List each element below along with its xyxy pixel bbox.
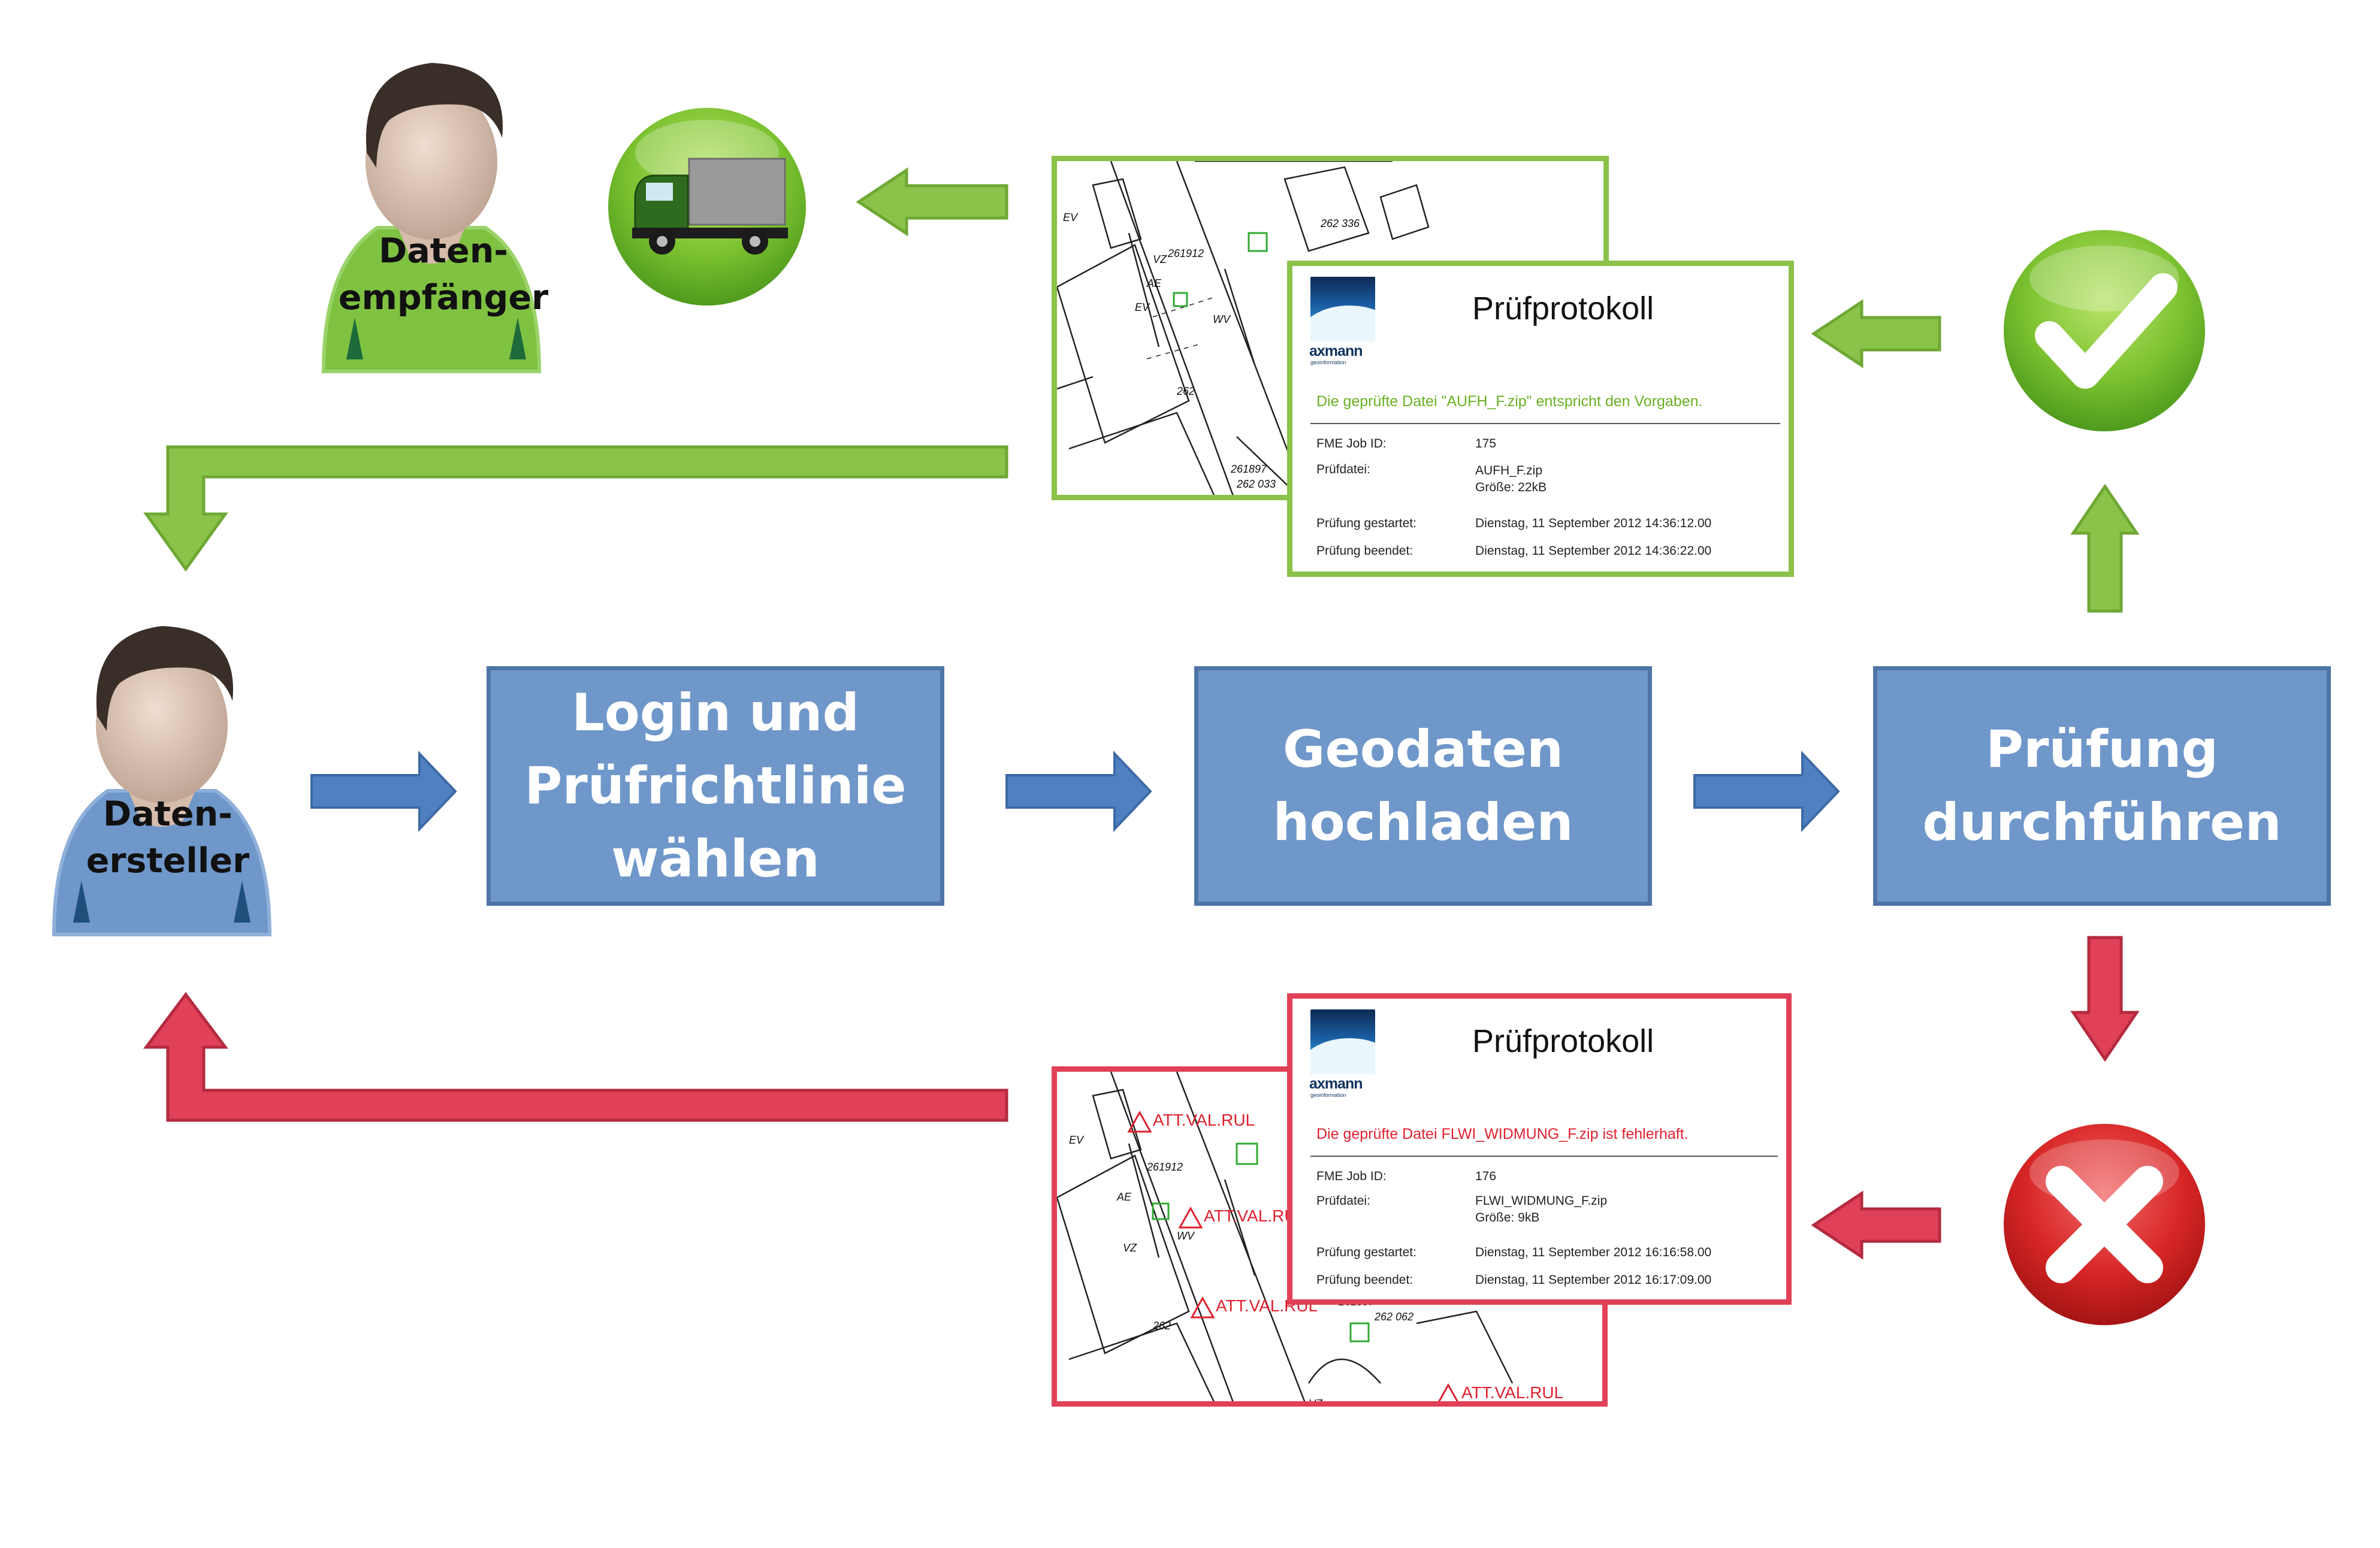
ended-value: Dienstag, 11 September 2012 14:36:22.00 bbox=[1475, 544, 1712, 558]
checkmark-icon bbox=[2001, 228, 2208, 434]
map-label: WV bbox=[1177, 1230, 1195, 1242]
receiver-person bbox=[312, 48, 551, 383]
axmann-logo bbox=[1310, 277, 1375, 341]
job-id-label: FME Job ID: bbox=[1316, 1169, 1387, 1183]
cadastral-map-image: 261912 262 262 336 261897 262 033 EV AE … bbox=[1057, 161, 1430, 495]
arrow-success-return bbox=[143, 445, 1008, 572]
person-icon bbox=[52, 626, 272, 936]
report-divider bbox=[1310, 1156, 1778, 1157]
file-value: AUFH_F.zip bbox=[1475, 464, 1543, 477]
map-label: VZ bbox=[1309, 1398, 1323, 1407]
file-size: Größe: 9kB bbox=[1475, 1211, 1540, 1225]
started-value: Dienstag, 11 September 2012 14:36:12.00 bbox=[1475, 516, 1712, 530]
report-divider bbox=[1310, 423, 1780, 424]
job-id-label: FME Job ID: bbox=[1316, 437, 1387, 451]
ended-label: Prüfung beendet: bbox=[1316, 1273, 1413, 1287]
report-title: Prüfprotokoll bbox=[1472, 1023, 1654, 1059]
delivery-truck-icon bbox=[605, 105, 809, 309]
report-title: Prüfprotokoll bbox=[1472, 291, 1654, 326]
started-label: Prüfung gestartet: bbox=[1316, 516, 1416, 530]
file-label: Prüfdatei: bbox=[1316, 1194, 1370, 1208]
step-check-label: Prüfung durchführen bbox=[1922, 719, 2282, 852]
started-label: Prüfung gestartet: bbox=[1316, 1245, 1416, 1259]
map-label: 262 336 bbox=[1320, 217, 1360, 229]
map-label: EV bbox=[1135, 301, 1150, 313]
step-login-box: Login und Prüfrichtlinie wählen bbox=[487, 666, 944, 906]
map-label: 262 051 bbox=[1440, 1401, 1479, 1407]
map-label: VZ bbox=[1123, 1242, 1137, 1254]
failure-report: axmann geoinformation Prüfprotokoll Die … bbox=[1287, 993, 1792, 1305]
arrow-failure-return bbox=[143, 991, 1008, 1122]
cross-icon bbox=[2001, 1121, 2208, 1328]
map-label: WV bbox=[1213, 313, 1231, 325]
logo-subtitle: geoinformation bbox=[1310, 1092, 1346, 1098]
receiver-label: Daten- empfänger bbox=[338, 231, 549, 318]
map-label: AE bbox=[1146, 277, 1162, 289]
report-status: Die geprüfte Datei "AUFH_F.zip" entspric… bbox=[1316, 393, 1703, 410]
ended-value: Dienstag, 11 September 2012 16:17:09.00 bbox=[1475, 1273, 1712, 1287]
arrow-creator-to-login bbox=[310, 751, 457, 832]
arrow-login-to-upload bbox=[1005, 751, 1152, 832]
cadastral-map-image: ATT.VAL.RUL ATT.VAL.RUL ATT.VAL.RUL ATT.… bbox=[1057, 1072, 1563, 1407]
map-label: AE bbox=[1116, 1191, 1132, 1203]
arrow-check-up bbox=[2070, 483, 2140, 613]
job-id-value: 175 bbox=[1475, 437, 1497, 451]
map-label: EV bbox=[1063, 211, 1079, 223]
file-label: Prüfdatei: bbox=[1316, 462, 1370, 476]
arrow-check-down bbox=[2070, 936, 2140, 1062]
ended-label: Prüfung beendet: bbox=[1316, 544, 1413, 558]
step-login-label: Login und Prüfrichtlinie wählen bbox=[524, 683, 907, 889]
arrow-report-to-truck bbox=[856, 167, 1008, 237]
job-id-value: 176 bbox=[1475, 1169, 1497, 1183]
step-upload-box: Geodaten hochladen bbox=[1194, 666, 1652, 906]
map-label: 261897 bbox=[1230, 463, 1267, 475]
arrow-failure-to-report bbox=[1811, 1190, 1941, 1260]
arrow-upload-to-check bbox=[1693, 751, 1840, 832]
axmann-logo bbox=[1310, 1009, 1375, 1074]
map-label: 262 bbox=[1176, 385, 1195, 397]
map-label: 261912 bbox=[1167, 247, 1204, 259]
step-check-box: Prüfung durchführen bbox=[1873, 666, 2331, 906]
creator-label: Daten- ersteller bbox=[86, 794, 250, 881]
logo-name: axmann bbox=[1309, 343, 1363, 359]
arrow-success-to-report bbox=[1811, 299, 1941, 368]
error-label: ATT.VAL.RUL bbox=[1153, 1111, 1255, 1129]
person-icon bbox=[321, 63, 542, 373]
map-label: VZ bbox=[1153, 253, 1167, 265]
map-label: 262 062 bbox=[1374, 1311, 1413, 1323]
map-label: 262 033 bbox=[1236, 478, 1276, 490]
error-label: ATT.VAL.RUL bbox=[1461, 1383, 1563, 1402]
step-upload-label: Geodaten hochladen bbox=[1273, 719, 1573, 852]
report-status: Die geprüfte Datei FLWI_WIDMUNG_F.zip is… bbox=[1316, 1126, 1689, 1142]
started-value: Dienstag, 11 September 2012 16:16:58.00 bbox=[1475, 1245, 1712, 1259]
logo-name: axmann bbox=[1309, 1075, 1363, 1092]
success-report: axmann geoinformation Prüfprotokoll Die … bbox=[1287, 261, 1794, 577]
map-label: 262 bbox=[1152, 1320, 1171, 1332]
creator-person bbox=[42, 611, 282, 947]
map-label: 261912 bbox=[1146, 1161, 1183, 1173]
map-label: EV bbox=[1069, 1134, 1085, 1146]
file-value: FLWI_WIDMUNG_F.zip bbox=[1475, 1194, 1608, 1208]
logo-subtitle: geoinformation bbox=[1310, 359, 1346, 365]
file-size: Größe: 22kB bbox=[1475, 480, 1547, 494]
